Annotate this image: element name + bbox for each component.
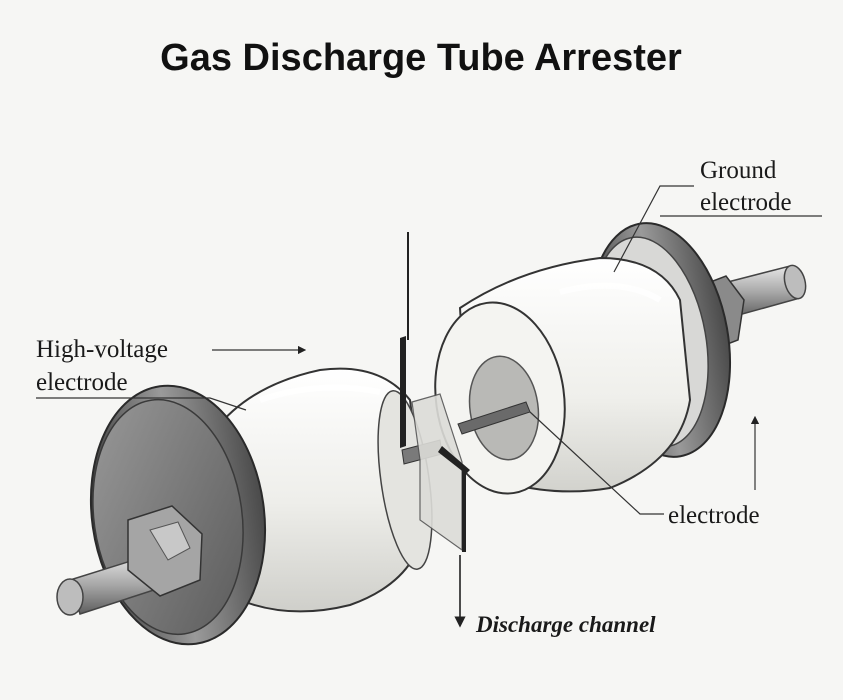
- high-voltage-electrode-assembly: [56, 367, 443, 646]
- hv-ceramic-highlight: [259, 384, 381, 403]
- label-hv-line1: High-voltage: [36, 336, 168, 363]
- hv-nut-facet: [149, 521, 191, 561]
- label-ground-line1: Ground: [700, 157, 777, 184]
- diagram-title: Gas Discharge Tube Arrester: [160, 37, 682, 79]
- gap-right-plate: [438, 446, 470, 474]
- discharge-gap: [400, 232, 470, 628]
- hv-rod-end: [56, 578, 84, 616]
- ground-rod-end: [783, 264, 807, 300]
- ground-ceramic-cavity: [468, 355, 540, 461]
- label-discharge-channel: Discharge channel: [475, 612, 656, 637]
- ground-ceramic-highlight: [559, 282, 662, 303]
- leader-hv: [36, 397, 247, 411]
- label-hv-line2: electrode: [36, 369, 128, 396]
- gap-left-plate: [400, 336, 406, 448]
- label-electrode: electrode: [668, 502, 760, 529]
- leader-electrode: [529, 411, 664, 515]
- label-ground-line2: electrode: [700, 189, 792, 216]
- gap-right-plate-edge: [462, 470, 466, 552]
- ground-electrode-assembly: [434, 222, 807, 495]
- leader-ground: [613, 185, 694, 273]
